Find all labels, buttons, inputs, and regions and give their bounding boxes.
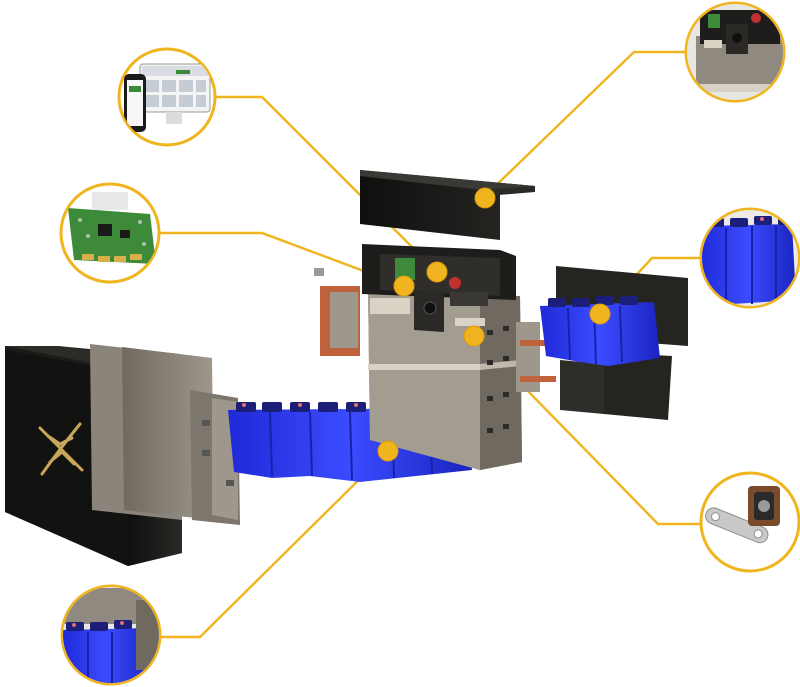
brand-logo [38, 422, 84, 476]
right-battery-cells [540, 296, 660, 366]
terminal-connector-icon [705, 486, 780, 544]
marker-bms-board[interactable] [393, 275, 415, 297]
pcb-icon [68, 192, 156, 264]
marker-left-cells[interactable] [377, 440, 399, 462]
callout-battery-cells-left[interactable] [60, 584, 162, 686]
leader-line-top-cover [484, 50, 688, 197]
callout-monitoring-app[interactable] [117, 47, 217, 147]
marker-monitoring-app[interactable] [426, 261, 448, 283]
top-cover-part [360, 170, 535, 240]
callout-battery-cells-right[interactable] [699, 207, 800, 309]
leader-line-left-cells [159, 450, 389, 639]
battery-cells-icon [702, 210, 798, 306]
phone-and-monitor-icon [124, 63, 211, 132]
leader-line-terminal [473, 335, 702, 526]
marker-right-cells[interactable] [589, 303, 611, 325]
callout-terminal-bus[interactable] [699, 471, 800, 573]
leader-line-bms-board [158, 231, 405, 288]
left-side-panels [90, 344, 240, 525]
callout-top-cover[interactable] [684, 0, 786, 104]
callout-markers [377, 187, 611, 462]
cover-detail-icon [687, 4, 783, 100]
marker-top-cover[interactable] [474, 187, 496, 209]
callout-bms-board[interactable] [59, 182, 161, 284]
marker-terminal[interactable] [463, 325, 485, 347]
